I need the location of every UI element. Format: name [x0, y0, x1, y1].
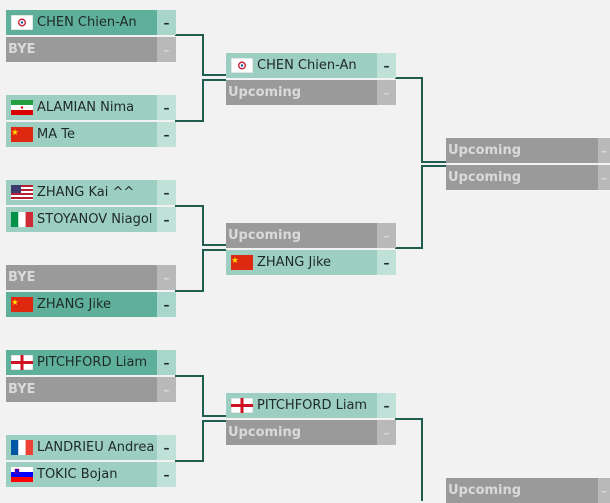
player-score: –	[377, 223, 396, 248]
player-name: PITCHFORD Liam	[257, 398, 368, 413]
r1-slot-12[interactable]: TOKIC Bojan –	[6, 462, 176, 487]
china-flag-icon	[11, 297, 33, 312]
r2-slot-6[interactable]: Upcoming –	[226, 420, 396, 445]
bye-label: BYE	[6, 37, 157, 62]
player-name: ZHANG Jike	[257, 255, 332, 270]
r1-slot-5[interactable]: ZHANG Kai ^^ –	[6, 180, 176, 205]
player-score: –	[157, 180, 176, 205]
connector-r1m4	[175, 249, 226, 292]
player-score: –	[157, 122, 176, 147]
player-score: –	[377, 53, 396, 78]
player-score: –	[157, 377, 176, 402]
player-score: –	[157, 10, 176, 35]
connector-r1m3	[175, 205, 226, 246]
slovenia-flag-icon	[11, 467, 33, 482]
r1-slot-11[interactable]: LANDRIEU Andrea –	[6, 435, 176, 460]
player-score: –	[157, 207, 176, 232]
player-score: –	[377, 80, 396, 105]
player-name: ALAMIAN Nima	[37, 100, 135, 115]
r1-slot-10[interactable]: BYE –	[6, 377, 176, 402]
england-flag-icon	[231, 398, 253, 413]
player-score: –	[157, 292, 176, 317]
usa-flag-icon	[11, 185, 33, 200]
italy-flag-icon	[11, 212, 33, 227]
player-name: TOKIC Bojan	[37, 467, 118, 482]
connector-r2m3	[395, 418, 423, 501]
r1-slot-7[interactable]: BYE –	[6, 265, 176, 290]
r1-slot-6[interactable]: STOYANOV Niagol –	[6, 207, 176, 232]
tpe-flag-icon	[11, 15, 33, 30]
r1-slot-4[interactable]: MA Te –	[6, 122, 176, 147]
connector-r1m2	[175, 79, 226, 122]
r3-slot-3[interactable]: Upcoming –	[446, 478, 610, 503]
player-score: –	[377, 250, 396, 275]
iran-flag-icon	[11, 100, 33, 115]
player-score: –	[157, 435, 176, 460]
tpe-flag-icon	[231, 58, 253, 73]
player-name: LANDRIEU Andrea	[37, 440, 155, 455]
r1-slot-9[interactable]: PITCHFORD Liam –	[6, 350, 176, 375]
r1-slot-3[interactable]: ALAMIAN Nima –	[6, 95, 176, 120]
bye-label: BYE	[6, 265, 157, 290]
r2-slot-2[interactable]: Upcoming –	[226, 80, 396, 105]
r3-slot-2[interactable]: Upcoming –	[446, 165, 610, 190]
r1-slot-1[interactable]: CHEN Chien-An –	[6, 10, 176, 35]
player-score: –	[377, 420, 396, 445]
upcoming-label: Upcoming	[226, 420, 377, 445]
china-flag-icon	[231, 255, 253, 270]
upcoming-label: Upcoming	[446, 165, 598, 190]
upcoming-label: Upcoming	[446, 138, 598, 163]
r2-slot-3[interactable]: Upcoming –	[226, 223, 396, 248]
player-score: –	[157, 95, 176, 120]
connector-r1m5	[175, 375, 226, 417]
upcoming-label: Upcoming	[446, 478, 598, 503]
player-score: –	[598, 478, 610, 503]
r2-slot-5[interactable]: PITCHFORD Liam –	[226, 393, 396, 418]
player-name: ZHANG Jike	[37, 297, 112, 312]
r1-slot-8[interactable]: ZHANG Jike –	[6, 292, 176, 317]
player-name: PITCHFORD Liam	[37, 355, 148, 370]
player-name: MA Te	[37, 127, 75, 142]
player-name: CHEN Chien-An	[257, 58, 357, 73]
player-score: –	[598, 138, 610, 163]
r2-slot-4[interactable]: ZHANG Jike –	[226, 250, 396, 275]
england-flag-icon	[11, 355, 33, 370]
r2-slot-1[interactable]: CHEN Chien-An –	[226, 53, 396, 78]
bye-label: BYE	[6, 377, 157, 402]
connector-r1m6	[175, 420, 226, 462]
player-score: –	[157, 37, 176, 62]
player-score: –	[157, 350, 176, 375]
player-score: –	[377, 393, 396, 418]
connector-r1m1	[175, 34, 226, 76]
player-name: ZHANG Kai ^^	[37, 185, 135, 200]
china-flag-icon	[11, 127, 33, 142]
france-flag-icon	[11, 440, 33, 455]
upcoming-label: Upcoming	[226, 80, 377, 105]
player-name: STOYANOV Niagol	[37, 212, 153, 227]
player-name: CHEN Chien-An	[37, 15, 137, 30]
player-score: –	[157, 265, 176, 290]
r1-slot-2[interactable]: BYE –	[6, 37, 176, 62]
r3-slot-1[interactable]: Upcoming –	[446, 138, 610, 163]
connector-r2m2	[395, 165, 446, 249]
player-score: –	[598, 165, 610, 190]
player-score: –	[157, 462, 176, 487]
connector-r2m1	[395, 77, 446, 163]
upcoming-label: Upcoming	[226, 223, 377, 248]
